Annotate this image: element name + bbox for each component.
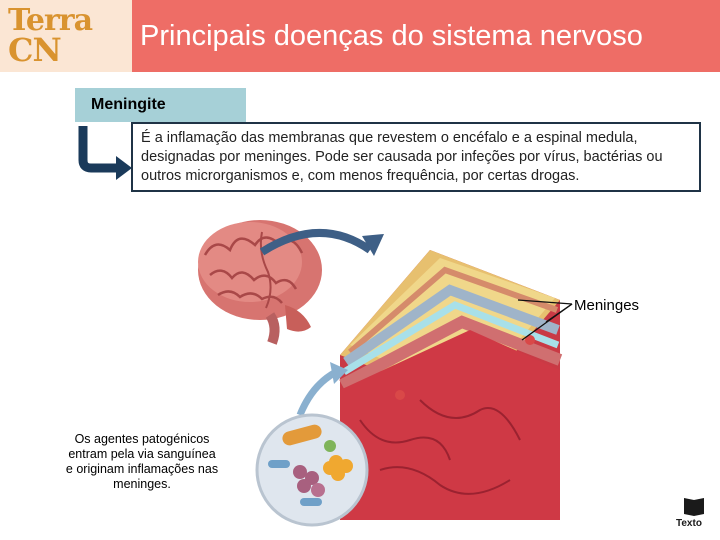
pathogens-caption: Os agentes patogénicos entram pela via s… bbox=[64, 432, 220, 492]
meninges-tissue-icon bbox=[340, 250, 560, 520]
pathogen-circle-icon bbox=[257, 415, 367, 525]
definition-box: É a inflamação das membranas que reveste… bbox=[131, 122, 701, 192]
definition-text: É a inflamação das membranas que reveste… bbox=[141, 129, 696, 186]
publisher-logo-icon bbox=[684, 498, 704, 516]
connector-arrow-icon bbox=[83, 126, 118, 168]
meninges-label: Meninges bbox=[574, 297, 639, 314]
connector-arrowhead-icon bbox=[116, 156, 132, 180]
publisher-label: Texto bbox=[676, 518, 702, 529]
infection-arrow-icon bbox=[300, 372, 336, 415]
